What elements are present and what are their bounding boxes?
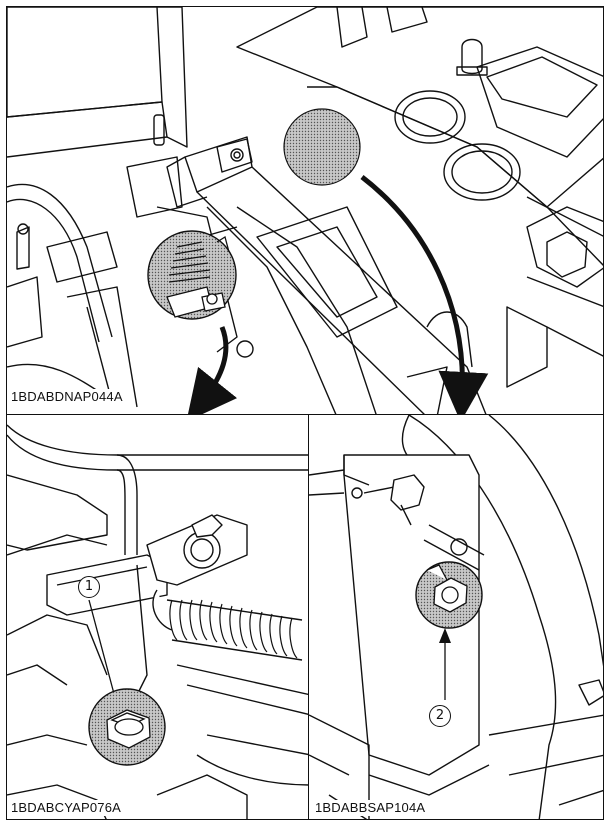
top-view-panel — [6, 6, 604, 416]
arrow-to-bottom-left — [186, 326, 238, 415]
bottom-left-drawing — [7, 424, 309, 819]
bottom-right-figure-code: 1BDABBSAP104A — [312, 800, 429, 816]
bottom-left-figure-code: 1BDABCYAP076A — [8, 800, 125, 816]
bolt-detail-circle — [88, 688, 166, 766]
bottom-right-drawing — [309, 415, 603, 819]
bottom-left-detail-panel — [6, 414, 310, 820]
callout-2-arrowhead — [439, 628, 451, 643]
callout-1-marker: 1 — [78, 576, 100, 598]
console-highlight-circle — [283, 108, 361, 186]
callout-1-leader — [88, 599, 118, 706]
top-view-drawing — [7, 7, 603, 415]
nut-detail-circle — [415, 561, 483, 629]
callout-2-marker: 2 — [429, 705, 451, 727]
spring-detail-circle — [147, 230, 237, 320]
arrow-to-bottom-right — [360, 175, 489, 415]
top-figure-code: 1BDABDNAP044A — [8, 389, 126, 405]
bottom-right-detail-panel — [308, 414, 604, 820]
